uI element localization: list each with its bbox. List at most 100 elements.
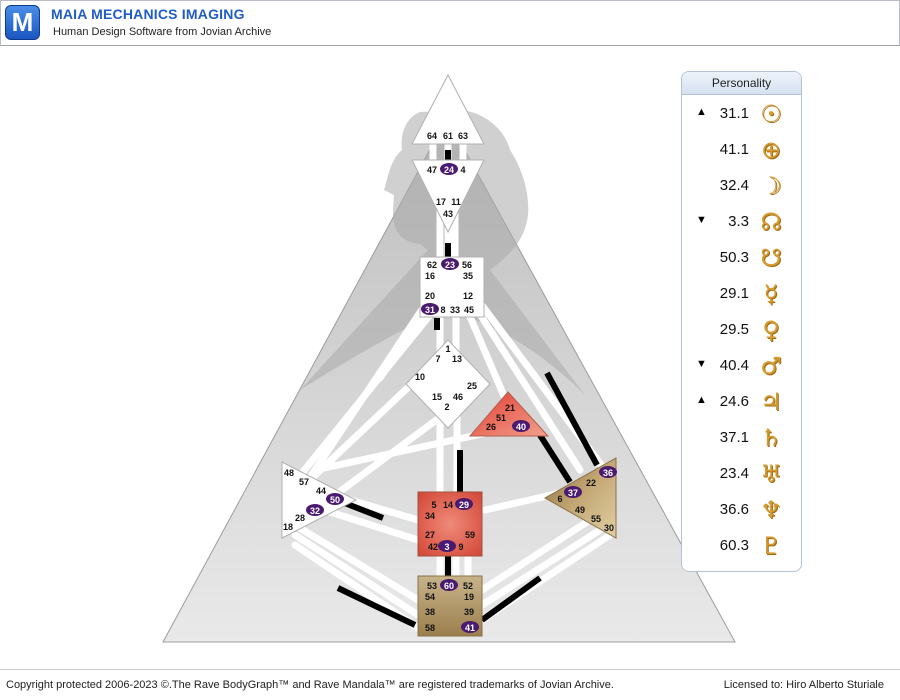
gate-20: 20 bbox=[425, 291, 435, 301]
gate-19: 19 bbox=[464, 592, 474, 602]
planet-row-neptune[interactable]: 36.6 ♆ bbox=[682, 492, 801, 528]
g-center[interactable] bbox=[405, 339, 491, 429]
gate-55: 55 bbox=[591, 514, 601, 524]
gate-29: 29 bbox=[459, 500, 469, 510]
gate-23: 23 bbox=[445, 260, 455, 270]
gate-10: 10 bbox=[415, 372, 425, 382]
gate-40: 40 bbox=[516, 422, 526, 432]
gate-17: 17 bbox=[436, 197, 446, 207]
gate-3: 3 bbox=[444, 542, 449, 552]
gate-line-value: 37.1 bbox=[719, 429, 749, 446]
gate-34: 34 bbox=[425, 511, 435, 521]
gate-32: 32 bbox=[310, 506, 320, 516]
gate-5: 5 bbox=[431, 500, 436, 510]
gate-56: 56 bbox=[462, 260, 472, 270]
gate-line-value: 31.1 bbox=[719, 105, 749, 122]
personality-title: Personality bbox=[682, 72, 801, 95]
planet-row-venus[interactable]: 29.5♀ bbox=[682, 312, 801, 348]
gate-line-value: 41.1 bbox=[719, 141, 749, 158]
copyright-text: Copyright protected 2006-2023 ©.The Rave… bbox=[6, 679, 614, 691]
planet-row-uranus[interactable]: 23.4 ♅ bbox=[682, 456, 801, 492]
planet-row-south-node[interactable]: 50.3 ☋ bbox=[682, 240, 801, 276]
active-gates bbox=[306, 163, 617, 633]
gate-62: 62 bbox=[427, 260, 437, 270]
gate-49: 49 bbox=[575, 505, 585, 515]
planet-row-jupiter[interactable]: ▲24.6♃ bbox=[682, 384, 801, 420]
gate-line-value: 60.3 bbox=[719, 537, 749, 554]
gate-14: 14 bbox=[443, 500, 453, 510]
gate-25: 25 bbox=[467, 381, 477, 391]
planet-row-moon[interactable]: 32.4☽ bbox=[682, 168, 801, 204]
gate-26: 26 bbox=[486, 422, 496, 432]
gate-39: 39 bbox=[464, 607, 474, 617]
personality-panel: Personality ▲31.1☉ 41.1 ⊕ 32.4☽ ▼ 3.3 ☊ 50.… bbox=[681, 71, 802, 572]
spleen-center[interactable] bbox=[281, 461, 358, 539]
bodygraph: 64 61 63 47 24 4 17 11 43 62 23 56 16 35… bbox=[162, 73, 736, 643]
gate-43: 43 bbox=[443, 209, 453, 219]
head-center[interactable] bbox=[411, 73, 485, 145]
gate-11: 11 bbox=[451, 197, 461, 207]
planet-row-mars[interactable]: ▼40.4♂ bbox=[682, 348, 801, 384]
footer: Copyright protected 2006-2023 ©.The Rave… bbox=[0, 669, 900, 700]
gate-2: 2 bbox=[444, 402, 449, 412]
gate-7: 7 bbox=[435, 354, 440, 364]
gate-45: 45 bbox=[464, 305, 474, 315]
gate-35: 35 bbox=[463, 271, 473, 281]
gate-64: 64 bbox=[427, 131, 437, 141]
activation-arrow: ▼ bbox=[696, 214, 707, 226]
app-logo-icon: M bbox=[5, 5, 40, 40]
app-title: MAIA MECHANICS IMAGING bbox=[51, 6, 245, 22]
defined-channels bbox=[336, 150, 600, 628]
gate-line-value: 29.1 bbox=[719, 285, 749, 302]
venus-icon: ♀ bbox=[762, 316, 780, 344]
gate-line-value: 40.4 bbox=[719, 357, 749, 374]
gate-21: 21 bbox=[505, 403, 515, 413]
moon-icon: ☽ bbox=[760, 172, 782, 200]
uranus-icon: ♅ bbox=[760, 460, 782, 488]
gate-15: 15 bbox=[432, 392, 442, 402]
gate-31: 31 bbox=[425, 305, 435, 315]
gate-41: 41 bbox=[465, 623, 475, 633]
gate-46: 46 bbox=[453, 392, 463, 402]
gate-18: 18 bbox=[283, 522, 293, 532]
planet-row-pluto[interactable]: 60.3 ♇ bbox=[682, 528, 801, 564]
planet-row-north-node[interactable]: ▼ 3.3 ☊ bbox=[682, 204, 801, 240]
gate-16: 16 bbox=[425, 271, 435, 281]
gate-60: 60 bbox=[444, 581, 454, 591]
gate-6: 6 bbox=[557, 494, 562, 504]
gate-1: 1 bbox=[445, 344, 450, 354]
gate-line-value: 36.6 bbox=[719, 501, 749, 518]
planet-row-earth[interactable]: 41.1 ⊕ bbox=[682, 132, 801, 168]
gate-57: 57 bbox=[299, 477, 309, 487]
solar-plexus-center[interactable] bbox=[543, 457, 617, 539]
ajna-center[interactable] bbox=[411, 159, 485, 234]
gate-58: 58 bbox=[425, 623, 435, 633]
app-header: M MAIA MECHANICS IMAGING Human Design So… bbox=[0, 0, 900, 46]
mercury-icon: ☿ bbox=[763, 280, 779, 308]
north-node-icon: ☊ bbox=[760, 208, 782, 236]
planet-row-sun[interactable]: ▲31.1☉ bbox=[682, 96, 801, 132]
gate-24: 24 bbox=[444, 165, 454, 175]
gate-38: 38 bbox=[425, 607, 435, 617]
earth-icon: ⊕ bbox=[760, 136, 782, 164]
activation-arrow: ▲ bbox=[696, 394, 707, 406]
gate-12: 12 bbox=[463, 291, 473, 301]
gate-52: 52 bbox=[463, 581, 473, 591]
bodygraph-canvas: 64 61 63 47 24 4 17 11 43 62 23 56 16 35… bbox=[0, 46, 900, 669]
neptune-icon: ♆ bbox=[760, 496, 782, 524]
planet-row-saturn[interactable]: 37.1 ♄ bbox=[682, 420, 801, 456]
gate-37: 37 bbox=[568, 488, 578, 498]
gate-8: 8 bbox=[440, 305, 445, 315]
gate-47: 47 bbox=[427, 165, 437, 175]
gate-line-value: 3.3 bbox=[728, 213, 749, 230]
gate-line-value: 23.4 bbox=[719, 465, 749, 482]
saturn-icon: ♄ bbox=[760, 424, 782, 452]
pluto-icon: ♇ bbox=[760, 532, 782, 560]
south-node-icon: ☋ bbox=[760, 244, 782, 272]
gate-line-value: 50.3 bbox=[719, 249, 749, 266]
gate-54: 54 bbox=[425, 592, 435, 602]
app-subtitle: Human Design Software from Jovian Archiv… bbox=[53, 26, 272, 38]
gate-61: 61 bbox=[443, 131, 453, 141]
jupiter-icon: ♃ bbox=[760, 388, 782, 416]
planet-row-mercury[interactable]: 29.1 ☿ bbox=[682, 276, 801, 312]
